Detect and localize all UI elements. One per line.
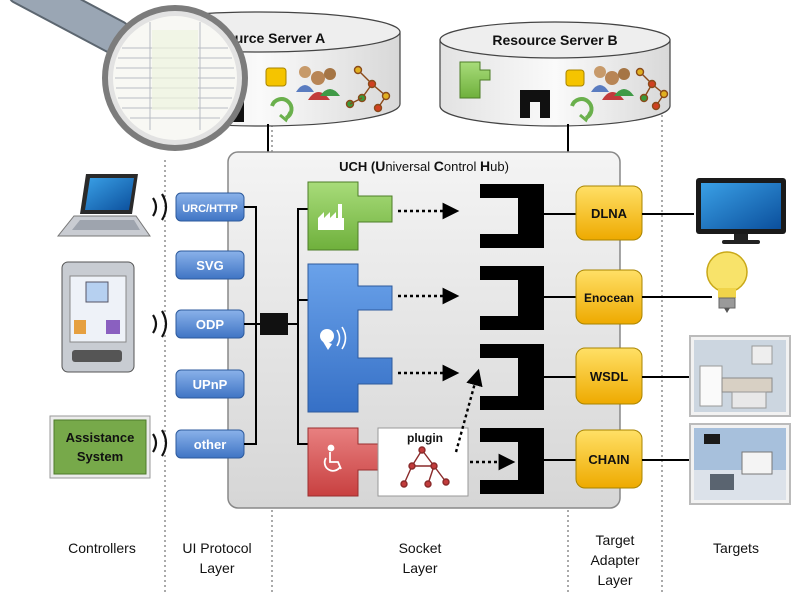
socket-4: [480, 428, 544, 494]
controllers-label: Controllers: [68, 540, 136, 556]
target-adapter-label-2: Adapter: [590, 552, 639, 568]
adapter-enocean: Enocean: [575, 269, 643, 325]
lightbulb-icon: [706, 251, 748, 313]
socket-shapes: [480, 184, 544, 494]
protocol-bus: [244, 206, 308, 445]
resource-server-b: Resource Server B: [439, 21, 671, 127]
factory-icon: [318, 204, 344, 230]
svg-text:ODP: ODP: [196, 317, 225, 332]
svg-text:URC/HTTP: URC/HTTP: [182, 203, 238, 215]
yellow-cube-icon: [565, 69, 585, 87]
assistance-system-line2: System: [77, 449, 123, 464]
yellow-cube-icon: [265, 67, 287, 87]
plugin-box: plugin: [377, 427, 469, 497]
uch-title: UCH (Universal Control Hub): [339, 158, 509, 174]
socket-adapter-links: [544, 213, 576, 461]
blue-module: [307, 263, 393, 413]
plugin-graph-icon: [400, 446, 450, 488]
adapter-dlna: DLNA: [575, 185, 643, 241]
laptop-icon: [56, 174, 151, 237]
green-module: [307, 181, 393, 251]
adapter-chain: CHAIN: [575, 429, 643, 489]
socket-label-1: Socket: [399, 540, 442, 556]
svg-text:Enocean: Enocean: [584, 291, 634, 305]
protocol-odp: ODP: [175, 309, 245, 339]
magnifier-icon: [8, 0, 248, 151]
socket-piece-icon: [520, 90, 550, 118]
kitchen-icon: [689, 335, 791, 417]
protocol-svg: SVG: [175, 250, 245, 280]
svg-text:CHAIN: CHAIN: [588, 452, 629, 467]
network-graph-icon: [345, 65, 391, 113]
protocol-other: other: [175, 429, 245, 459]
wireless-arcs: [152, 193, 168, 457]
layer-labels: Controllers UI Protocol Layer Socket Lay…: [68, 532, 759, 588]
socket-label-2: Layer: [402, 560, 437, 576]
protocol-urc-http: URC/HTTP: [175, 192, 245, 222]
assistance-system-line1: Assistance: [66, 430, 135, 445]
users-icon: [296, 66, 340, 100]
green-module-icon: [459, 61, 491, 99]
ui-protocol-label-1: UI Protocol: [182, 540, 251, 556]
refresh-icon: [270, 97, 294, 123]
svg-text:SVG: SVG: [196, 258, 223, 273]
tv-icon: [696, 178, 786, 244]
dotted-arrows: [398, 202, 516, 471]
targets-label: Targets: [713, 540, 759, 556]
ui-protocol-label-2: Layer: [199, 560, 234, 576]
users-icon: [591, 66, 634, 100]
wheelchair-icon: [323, 444, 342, 472]
socket-1: [480, 184, 544, 248]
target-adapter-label-1: Target: [596, 532, 635, 548]
socket-2: [480, 266, 544, 330]
svg-text:DLNA: DLNA: [591, 206, 628, 221]
adapter-wsdl: WSDL: [575, 347, 643, 405]
resource-server-a-label: urce Server A: [235, 30, 326, 46]
speaker-icon: [320, 326, 347, 350]
assistance-system-box: [53, 419, 147, 475]
connector-block: [260, 313, 288, 335]
svg-text:other: other: [194, 437, 227, 452]
protocol-upnp: UPnP: [175, 369, 245, 399]
resource-server-b-label: Resource Server B: [492, 32, 617, 48]
network-graph-icon: [635, 67, 669, 111]
adapter-target-links: [642, 213, 712, 461]
plugin-label: plugin: [407, 431, 443, 445]
socket-3: [480, 344, 544, 410]
svg-text:UPnP: UPnP: [193, 377, 228, 392]
svg-text:WSDL: WSDL: [590, 369, 628, 384]
refresh-icon: [570, 97, 594, 123]
pda-icon: [61, 261, 135, 373]
office-icon: [689, 423, 791, 505]
target-adapter-label-3: Layer: [597, 572, 632, 588]
